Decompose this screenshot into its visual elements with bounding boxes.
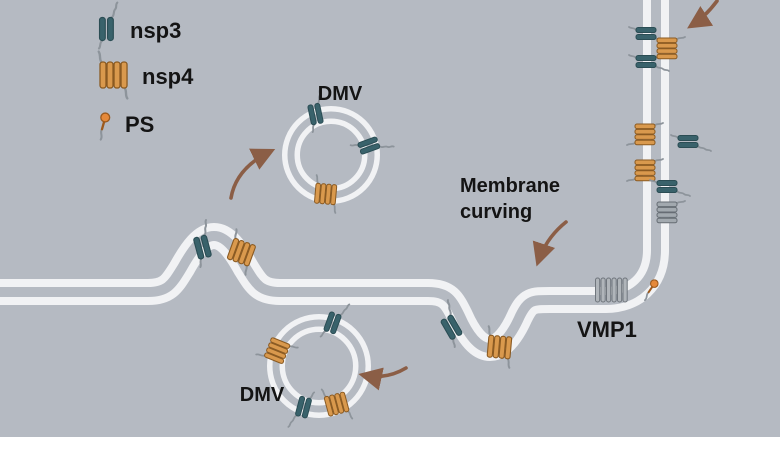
footer-strip xyxy=(0,437,780,470)
legend-nsp3-label: nsp3 xyxy=(130,18,181,43)
legend-nsp4-label: nsp4 xyxy=(142,64,194,89)
arrow-to-bottom-dmv xyxy=(358,366,408,391)
membrane-curving-label-line1: Membrane xyxy=(460,175,560,197)
arrow-membrane-curving xyxy=(532,220,568,267)
dmv-bottom-label: DMV xyxy=(240,384,285,406)
membrane-curving-label-line2: curving xyxy=(460,201,532,223)
arrow-to-top-dmv xyxy=(229,148,276,200)
vmp1-label: VMP1 xyxy=(577,317,637,342)
arrow-top-right xyxy=(687,0,719,29)
dmv-bottom-inner-lumen xyxy=(272,319,366,413)
legend-ps-label: PS xyxy=(125,112,154,137)
dmv-bottom-vesicle xyxy=(267,314,371,418)
dmv-top-label: DMV xyxy=(318,83,363,105)
